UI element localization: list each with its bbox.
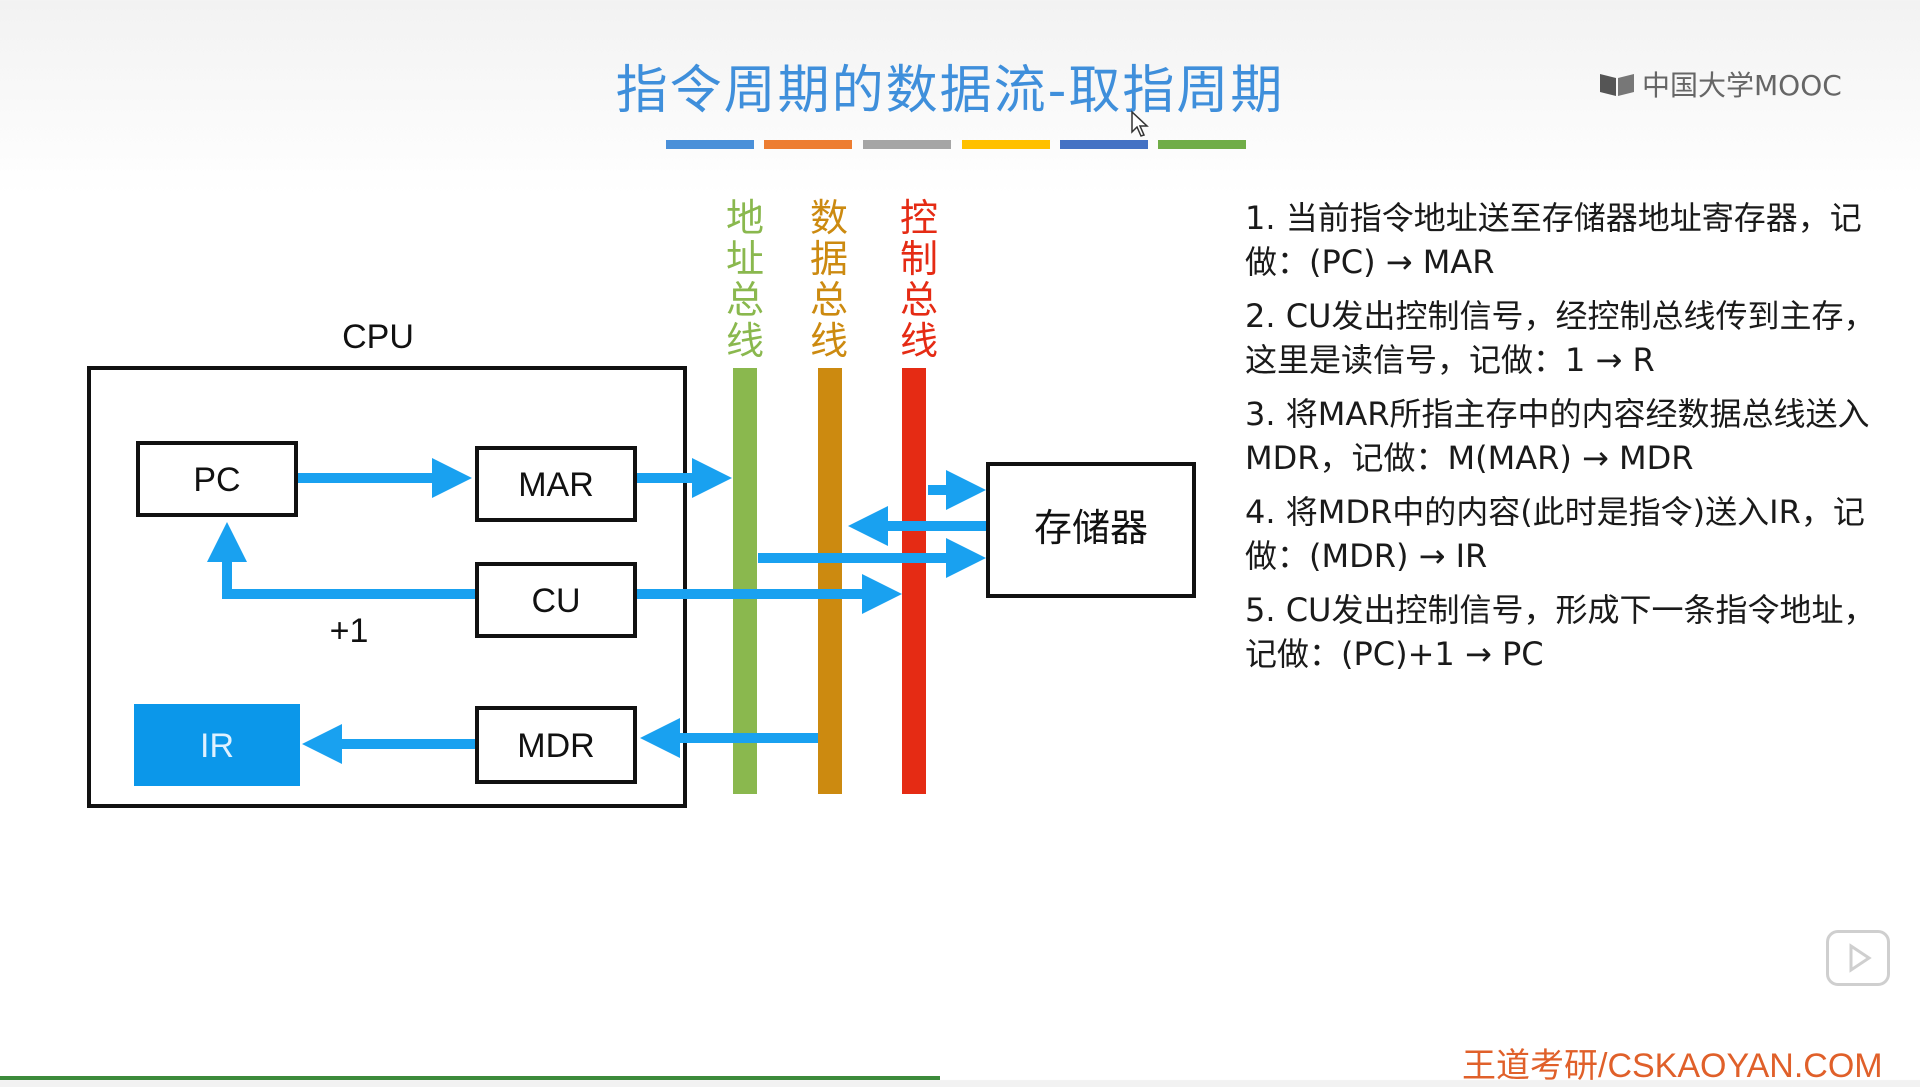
step-list: 1. 当前指令地址送至存储器地址寄存器，记做：(PC) → MAR 2. CU发… — [1245, 196, 1905, 686]
data-bus-bar — [818, 368, 842, 794]
progress-line — [0, 1076, 940, 1080]
control-bus-bar — [902, 368, 926, 794]
flow-arrows — [207, 458, 986, 764]
color-bar — [764, 140, 852, 149]
pc-label: PC — [193, 461, 240, 499]
mar-label: MAR — [518, 466, 594, 504]
mouse-cursor-icon — [1131, 110, 1149, 137]
color-bar — [863, 140, 951, 149]
mar-box — [475, 446, 637, 522]
cu-label: CU — [531, 582, 580, 620]
arrow-cu-to-pc — [207, 522, 477, 599]
cpu-box — [87, 366, 687, 808]
address-bus-label: 地址总线 — [725, 196, 764, 363]
data-bus-label: 数据总线 — [809, 196, 848, 363]
color-bar — [666, 140, 754, 149]
mdr-label: MDR — [517, 727, 594, 765]
ir-label: IR — [200, 727, 234, 765]
address-bus-bar — [733, 368, 757, 794]
mdr-box — [475, 706, 637, 784]
memory-box — [986, 462, 1196, 598]
color-bar — [962, 140, 1050, 149]
ir-box — [134, 704, 300, 786]
pc-box — [136, 441, 298, 517]
brand-logo: 中国大学MOOC — [1598, 64, 1842, 104]
cpu-label: CPU — [342, 318, 414, 356]
step-item: 1. 当前指令地址送至存储器地址寄存器，记做：(PC) → MAR — [1245, 199, 1862, 281]
step-item: 5. CU发出控制信号，形成下一条指令地址，记做：(PC)+1 → PC — [1245, 591, 1876, 673]
play-button[interactable] — [1826, 930, 1890, 986]
memory-label: 存储器 — [1034, 506, 1148, 550]
play-icon — [1849, 943, 1872, 973]
page-title: 指令周期的数据流-取指周期 — [615, 61, 1285, 121]
plus-one-label: +1 — [330, 612, 369, 650]
color-bar — [1060, 140, 1148, 149]
step-item: 3. 将MAR所指主存中的内容经数据总线送入MDR，记做：M(MAR) → MD… — [1245, 395, 1870, 477]
book-icon — [1600, 74, 1634, 96]
footer-brand: 王道考研/CSKAOYAN.COM — [1462, 1047, 1883, 1085]
step-item: 4. 将MDR中的内容(此时是指令)送入IR，记做：(MDR) → IR — [1245, 493, 1865, 575]
step-item: 2. CU发出控制信号，经控制总线传到主存，这里是读信号，记做：1 → R — [1245, 297, 1876, 379]
cu-box — [475, 562, 637, 638]
brand-text: 中国大学MOOC — [1642, 69, 1842, 102]
control-bus-label: 控制总线 — [899, 196, 938, 363]
color-bar — [1158, 140, 1246, 149]
